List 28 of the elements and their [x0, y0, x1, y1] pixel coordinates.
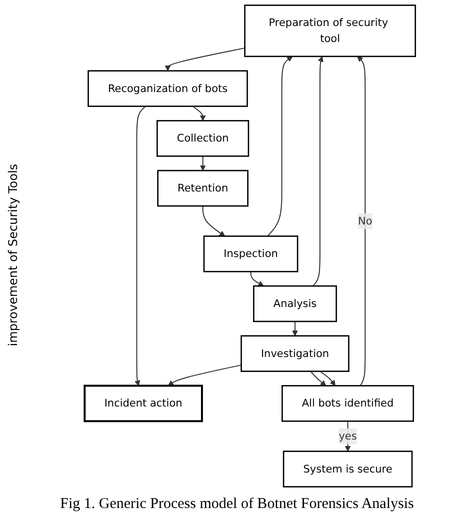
- arrow: [202, 206, 226, 236]
- arrow: [134, 106, 146, 386]
- figure-caption: Fig 1. Generic Process model of Botnet Forensics Analysis: [59, 496, 415, 513]
- node-box: Recoganization of bots: [88, 70, 248, 107]
- arrow: [267, 56, 293, 237]
- node-box: Preparation of security tool: [244, 4, 416, 58]
- node-box: Incident action: [84, 384, 203, 422]
- edge-label: yes: [338, 430, 357, 442]
- arrow: [310, 370, 326, 386]
- arrow: [319, 370, 336, 386]
- arrow: [357, 56, 366, 386]
- arrow: [250, 271, 264, 286]
- node-box: Collection: [156, 120, 250, 157]
- edge-label: No: [358, 214, 372, 227]
- arrow: [292, 320, 298, 336]
- node-box: Retention: [157, 170, 248, 207]
- arrow: [312, 56, 324, 286]
- side-label: improvement of Security Tools: [6, 164, 20, 346]
- arrow: [344, 420, 351, 452]
- arrow: [164, 48, 246, 72]
- node-box: System is secure: [282, 450, 413, 488]
- arrow: [192, 106, 206, 121]
- node-box: All bots identified: [282, 385, 414, 422]
- node-box: Inspection: [203, 236, 298, 272]
- node-box: Investigation: [240, 335, 350, 372]
- arrow: [168, 364, 242, 386]
- node-box: Analysis: [253, 285, 337, 322]
- arrow: [200, 156, 206, 171]
